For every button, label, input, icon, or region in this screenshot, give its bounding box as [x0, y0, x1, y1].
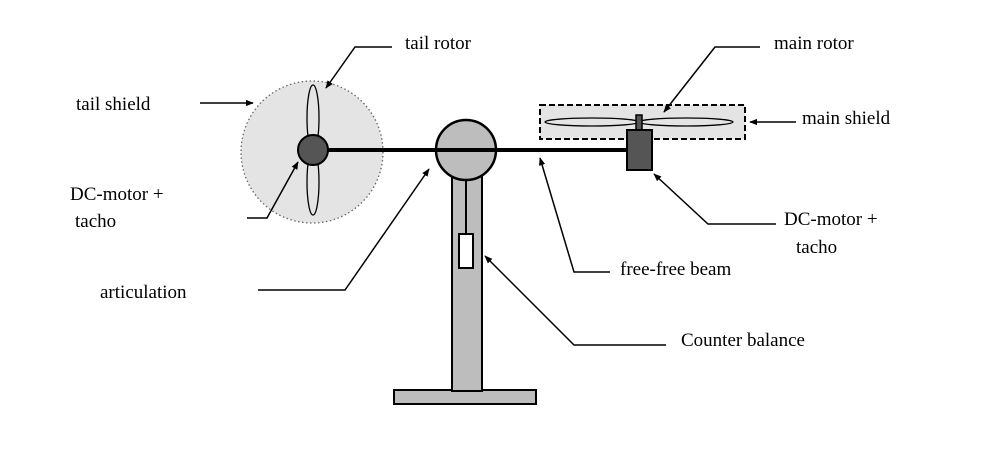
tail-motor-hub [297, 134, 329, 166]
label-tail-rotor: tail rotor [405, 33, 471, 54]
tail-rotor-leader [325, 46, 392, 89]
articulation-leader [258, 168, 430, 291]
free-free-beam-leader [538, 157, 610, 273]
label-counter-balance: Counter balance [681, 330, 805, 351]
dc-motor-left-leader [247, 161, 299, 219]
label-free-free-beam: free-free beam [620, 259, 732, 280]
label-dc-motor-left-line2: tacho [75, 211, 117, 232]
dc-motor-right-leader [653, 173, 776, 225]
main-rotor-blade-left [544, 117, 640, 127]
main-rotor-shaft [635, 114, 643, 132]
label-articulation: articulation [100, 282, 187, 303]
main-rotor-leader [663, 46, 760, 113]
label-main-shield: main shield [802, 108, 891, 129]
label-dc-motor-left-line1: DC-motor + [70, 184, 164, 205]
label-dc-motor-right-line2: tacho [796, 237, 838, 258]
counter-balance-leader [484, 255, 666, 346]
counter-balance-weight [458, 233, 474, 269]
main-rotor-blade-right [638, 117, 734, 127]
label-main-rotor: main rotor [774, 33, 854, 54]
main-motor [626, 129, 653, 171]
stand-base [393, 389, 537, 405]
label-dc-motor-right-line1: DC-motor + [784, 209, 878, 230]
label-tail-shield: tail shield [76, 94, 151, 115]
